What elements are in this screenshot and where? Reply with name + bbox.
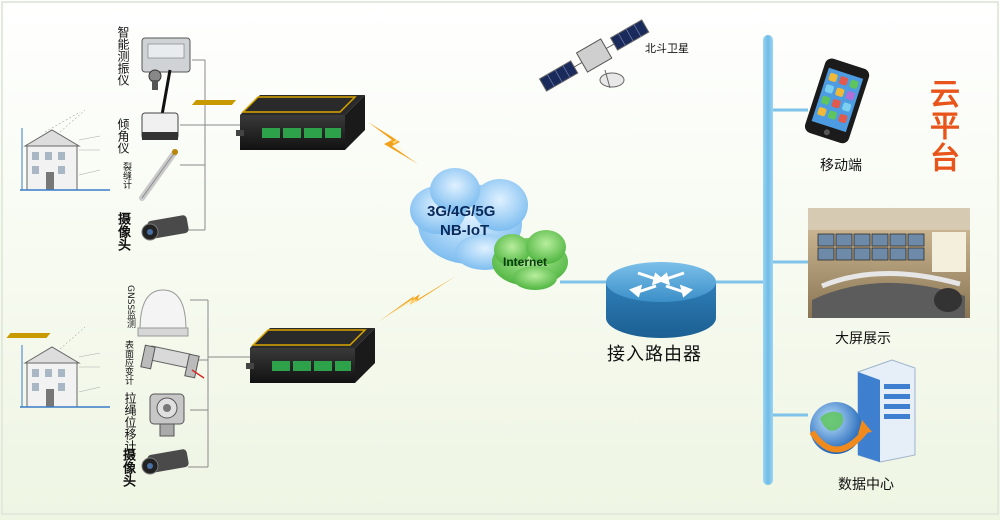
vibration-sensor-icon	[141, 37, 191, 90]
internet-cloud-icon	[492, 230, 568, 290]
strain-gauge-label: 表面应变计	[123, 340, 133, 385]
wiring-group-1	[180, 59, 240, 231]
wire-displacement-icon	[149, 393, 185, 437]
bigscreen-label: 大屏展示	[835, 331, 891, 347]
router-label: 接入路由器	[607, 344, 702, 365]
nbiot-label: NB-IoT	[440, 222, 490, 239]
satellite-label: 北斗卫星	[645, 42, 689, 55]
wiring-group-2	[188, 299, 250, 468]
camera-2-icon	[141, 449, 189, 475]
building-1-icon	[20, 109, 110, 191]
cellular-label: 3G/4G/5G	[427, 203, 496, 220]
strain-gauge-icon	[140, 344, 205, 379]
crack-meter-icon	[139, 149, 178, 201]
internet-label: Internet	[503, 255, 548, 269]
vibration-sensor-label: 智能测振仪	[116, 26, 130, 86]
control-room-screen-icon	[808, 208, 970, 318]
gnss-label: GNSS监测	[125, 285, 135, 329]
building-2-icon	[20, 326, 110, 408]
mobile-label: 移动端	[820, 158, 862, 174]
cloud-platform-title: 云平台	[924, 78, 959, 174]
smartphone-icon	[804, 58, 870, 144]
wire-displacement-label: 拉绳位移计	[123, 392, 137, 452]
satellite-icon	[538, 19, 650, 92]
datacenter-label: 数据中心	[838, 477, 894, 493]
camera-2-label: 摄像头	[120, 448, 135, 487]
backbone-bus	[763, 35, 773, 485]
wireless-signal-1-icon	[368, 122, 418, 164]
data-center-server-icon	[809, 359, 916, 463]
camera-1-icon	[141, 215, 189, 241]
crack-meter-label: 裂缝计	[121, 162, 131, 189]
gnss-antenna-icon	[137, 289, 189, 337]
gateway-1-icon	[191, 95, 365, 150]
tilt-sensor-icon	[141, 69, 179, 140]
gateway-2-icon	[6, 328, 375, 383]
router-icon	[606, 262, 716, 338]
tilt-sensor-label: 倾角仪	[116, 118, 130, 154]
wireless-signal-2-icon	[378, 276, 456, 322]
camera-1-label: 摄像头	[115, 212, 130, 251]
